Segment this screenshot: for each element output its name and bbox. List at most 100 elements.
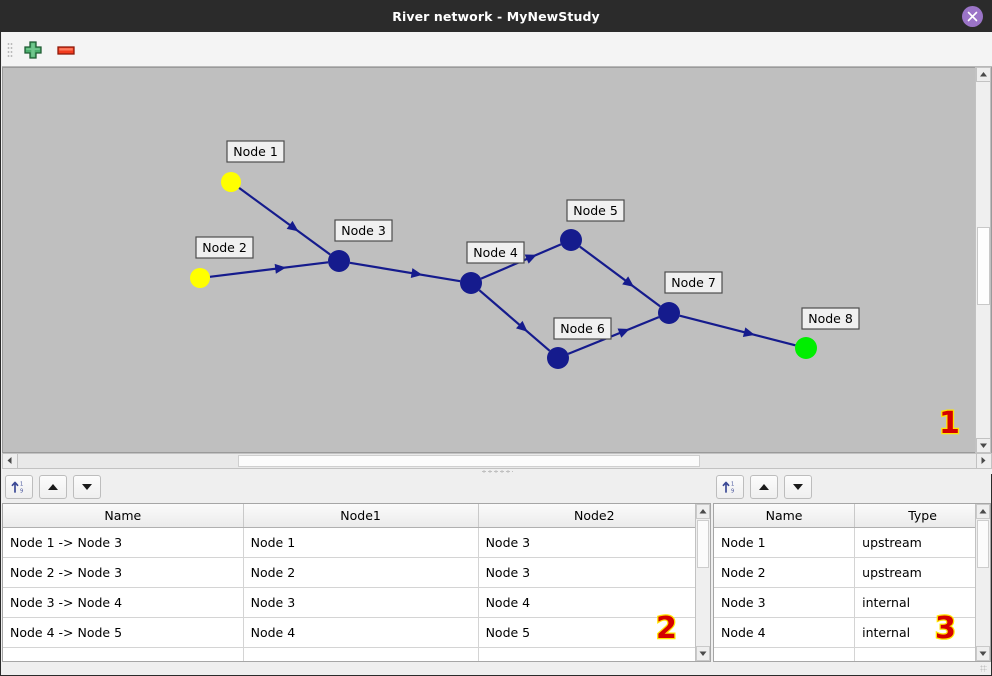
scroll-up-icon[interactable] [696, 504, 710, 519]
scroll-down-icon[interactable] [696, 646, 710, 661]
diagram-edge[interactable] [209, 261, 329, 278]
table-cell[interactable]: upstream [854, 557, 990, 588]
table-cell[interactable] [478, 647, 710, 661]
edge-arrow-icon [742, 327, 755, 338]
table-cell[interactable] [3, 647, 244, 661]
table-cell[interactable]: internal [854, 587, 990, 618]
links-column-header[interactable]: Node2 [478, 504, 710, 528]
diagram-edge[interactable] [349, 261, 461, 283]
diagram-edge[interactable] [567, 316, 660, 355]
table-cell[interactable] [243, 647, 479, 661]
diagram-node[interactable] [221, 172, 241, 192]
links-column-header[interactable]: Node1 [243, 504, 479, 528]
diagram-node-label[interactable]: Node 1 [226, 140, 285, 163]
links-table-scrollbar-thumb[interactable] [697, 520, 709, 568]
diagram-node-label[interactable]: Node 8 [801, 307, 860, 330]
canvas-horizontal-scrollbar-thumb[interactable] [238, 455, 700, 467]
diagram-node[interactable] [795, 337, 817, 359]
table-cell[interactable] [714, 647, 856, 661]
diagram-node[interactable] [190, 268, 210, 288]
scroll-right-icon[interactable] [976, 454, 991, 468]
arrow-up-icon[interactable] [39, 475, 67, 499]
table-cell[interactable]: upstream [854, 527, 990, 558]
table-cell[interactable]: Node 4 -> Node 5 [3, 617, 244, 648]
resize-grip[interactable] [980, 665, 987, 672]
diagram-node-label[interactable]: Node 5 [566, 199, 625, 222]
sort-ascending-icon[interactable]: 1 9 [5, 475, 33, 499]
arrow-down-icon[interactable] [73, 475, 101, 499]
links-column-header[interactable]: Name [3, 504, 244, 528]
diagram-edge[interactable] [579, 245, 661, 308]
table-cell[interactable]: Node 1 -> Node 3 [3, 527, 244, 558]
links-table-scrollbar[interactable] [695, 504, 710, 661]
table-cell[interactable]: Node 3 [714, 587, 856, 618]
sort-ascending-glyph: 1 9 [722, 482, 734, 495]
diagram-edge[interactable] [679, 314, 796, 347]
table-cell[interactable]: Node 4 [714, 617, 856, 648]
river-network-canvas[interactable]: Node 1 Node 2 Node 3 Node 4 Node 5 Node 6 Node… [2, 67, 992, 453]
table-cell[interactable]: Node 2 -> Node 3 [3, 557, 244, 588]
nodes-column-header[interactable]: Name [714, 504, 856, 528]
table-cell[interactable]: Node 2 [714, 557, 856, 588]
node-label-box [226, 140, 285, 163]
diagram-node-label[interactable]: Node 7 [664, 271, 723, 294]
scroll-down-icon[interactable] [976, 438, 991, 453]
canvas-horizontal-scrollbar[interactable] [2, 453, 992, 469]
table-row[interactable] [714, 647, 990, 661]
scroll-up-icon[interactable] [976, 504, 990, 519]
diagram-node-label[interactable]: Node 3 [334, 219, 393, 242]
add-plus-icon[interactable] [22, 39, 44, 61]
delete-minus-icon[interactable] [55, 39, 77, 61]
toolbar-drag-handle[interactable] [7, 42, 13, 58]
diagram-node[interactable] [658, 302, 680, 324]
canvas-vertical-scrollbar[interactable] [975, 67, 991, 453]
table-cell[interactable]: Node 3 [243, 587, 479, 618]
nodes-column-header[interactable]: Type [854, 504, 990, 528]
sort-ascending-icon[interactable]: 1 9 [716, 475, 744, 499]
arrow-up-icon[interactable] [750, 475, 778, 499]
table-cell[interactable]: Node 1 [243, 527, 479, 558]
nodes-table-scrollbar-thumb[interactable] [977, 520, 989, 568]
diagram-node-label[interactable]: Node 4 [466, 241, 525, 264]
diagram-node[interactable] [560, 229, 582, 251]
scroll-left-icon[interactable] [3, 454, 18, 468]
nodes-table-scrollbar[interactable] [975, 504, 990, 661]
table-cell[interactable]: Node 4 [478, 587, 710, 618]
table-cell[interactable] [854, 647, 990, 661]
diagram-node[interactable] [547, 347, 569, 369]
close-icon[interactable] [962, 6, 983, 27]
diagram-node[interactable] [328, 250, 350, 272]
table-cell[interactable]: Node 2 [243, 557, 479, 588]
table-cell[interactable]: Node 1 [714, 527, 856, 558]
table-cell[interactable]: Node 4 [243, 617, 479, 648]
table-cell[interactable]: Node 3 [478, 557, 710, 588]
scroll-up-icon[interactable] [976, 67, 991, 82]
scroll-down-icon[interactable] [976, 646, 990, 661]
table-cell[interactable]: Node 5 [478, 617, 710, 648]
table-cell[interactable]: Node 3 -> Node 4 [3, 587, 244, 618]
arrow-down-icon[interactable] [784, 475, 812, 499]
diagram-edge[interactable] [238, 187, 331, 256]
diagram-node-label[interactable]: Node 2 [195, 236, 254, 259]
diagram-node[interactable] [460, 272, 482, 294]
table-row[interactable] [3, 647, 710, 661]
table-cell[interactable]: Node 3 [478, 527, 710, 558]
table-cell[interactable]: internal [854, 617, 990, 648]
canvas-vertical-scrollbar-thumb[interactable] [977, 227, 990, 305]
diagram-node-label[interactable]: Node 6 [553, 317, 612, 340]
horizontal-splitter[interactable] [2, 469, 992, 474]
diagram-edge[interactable] [478, 289, 551, 352]
